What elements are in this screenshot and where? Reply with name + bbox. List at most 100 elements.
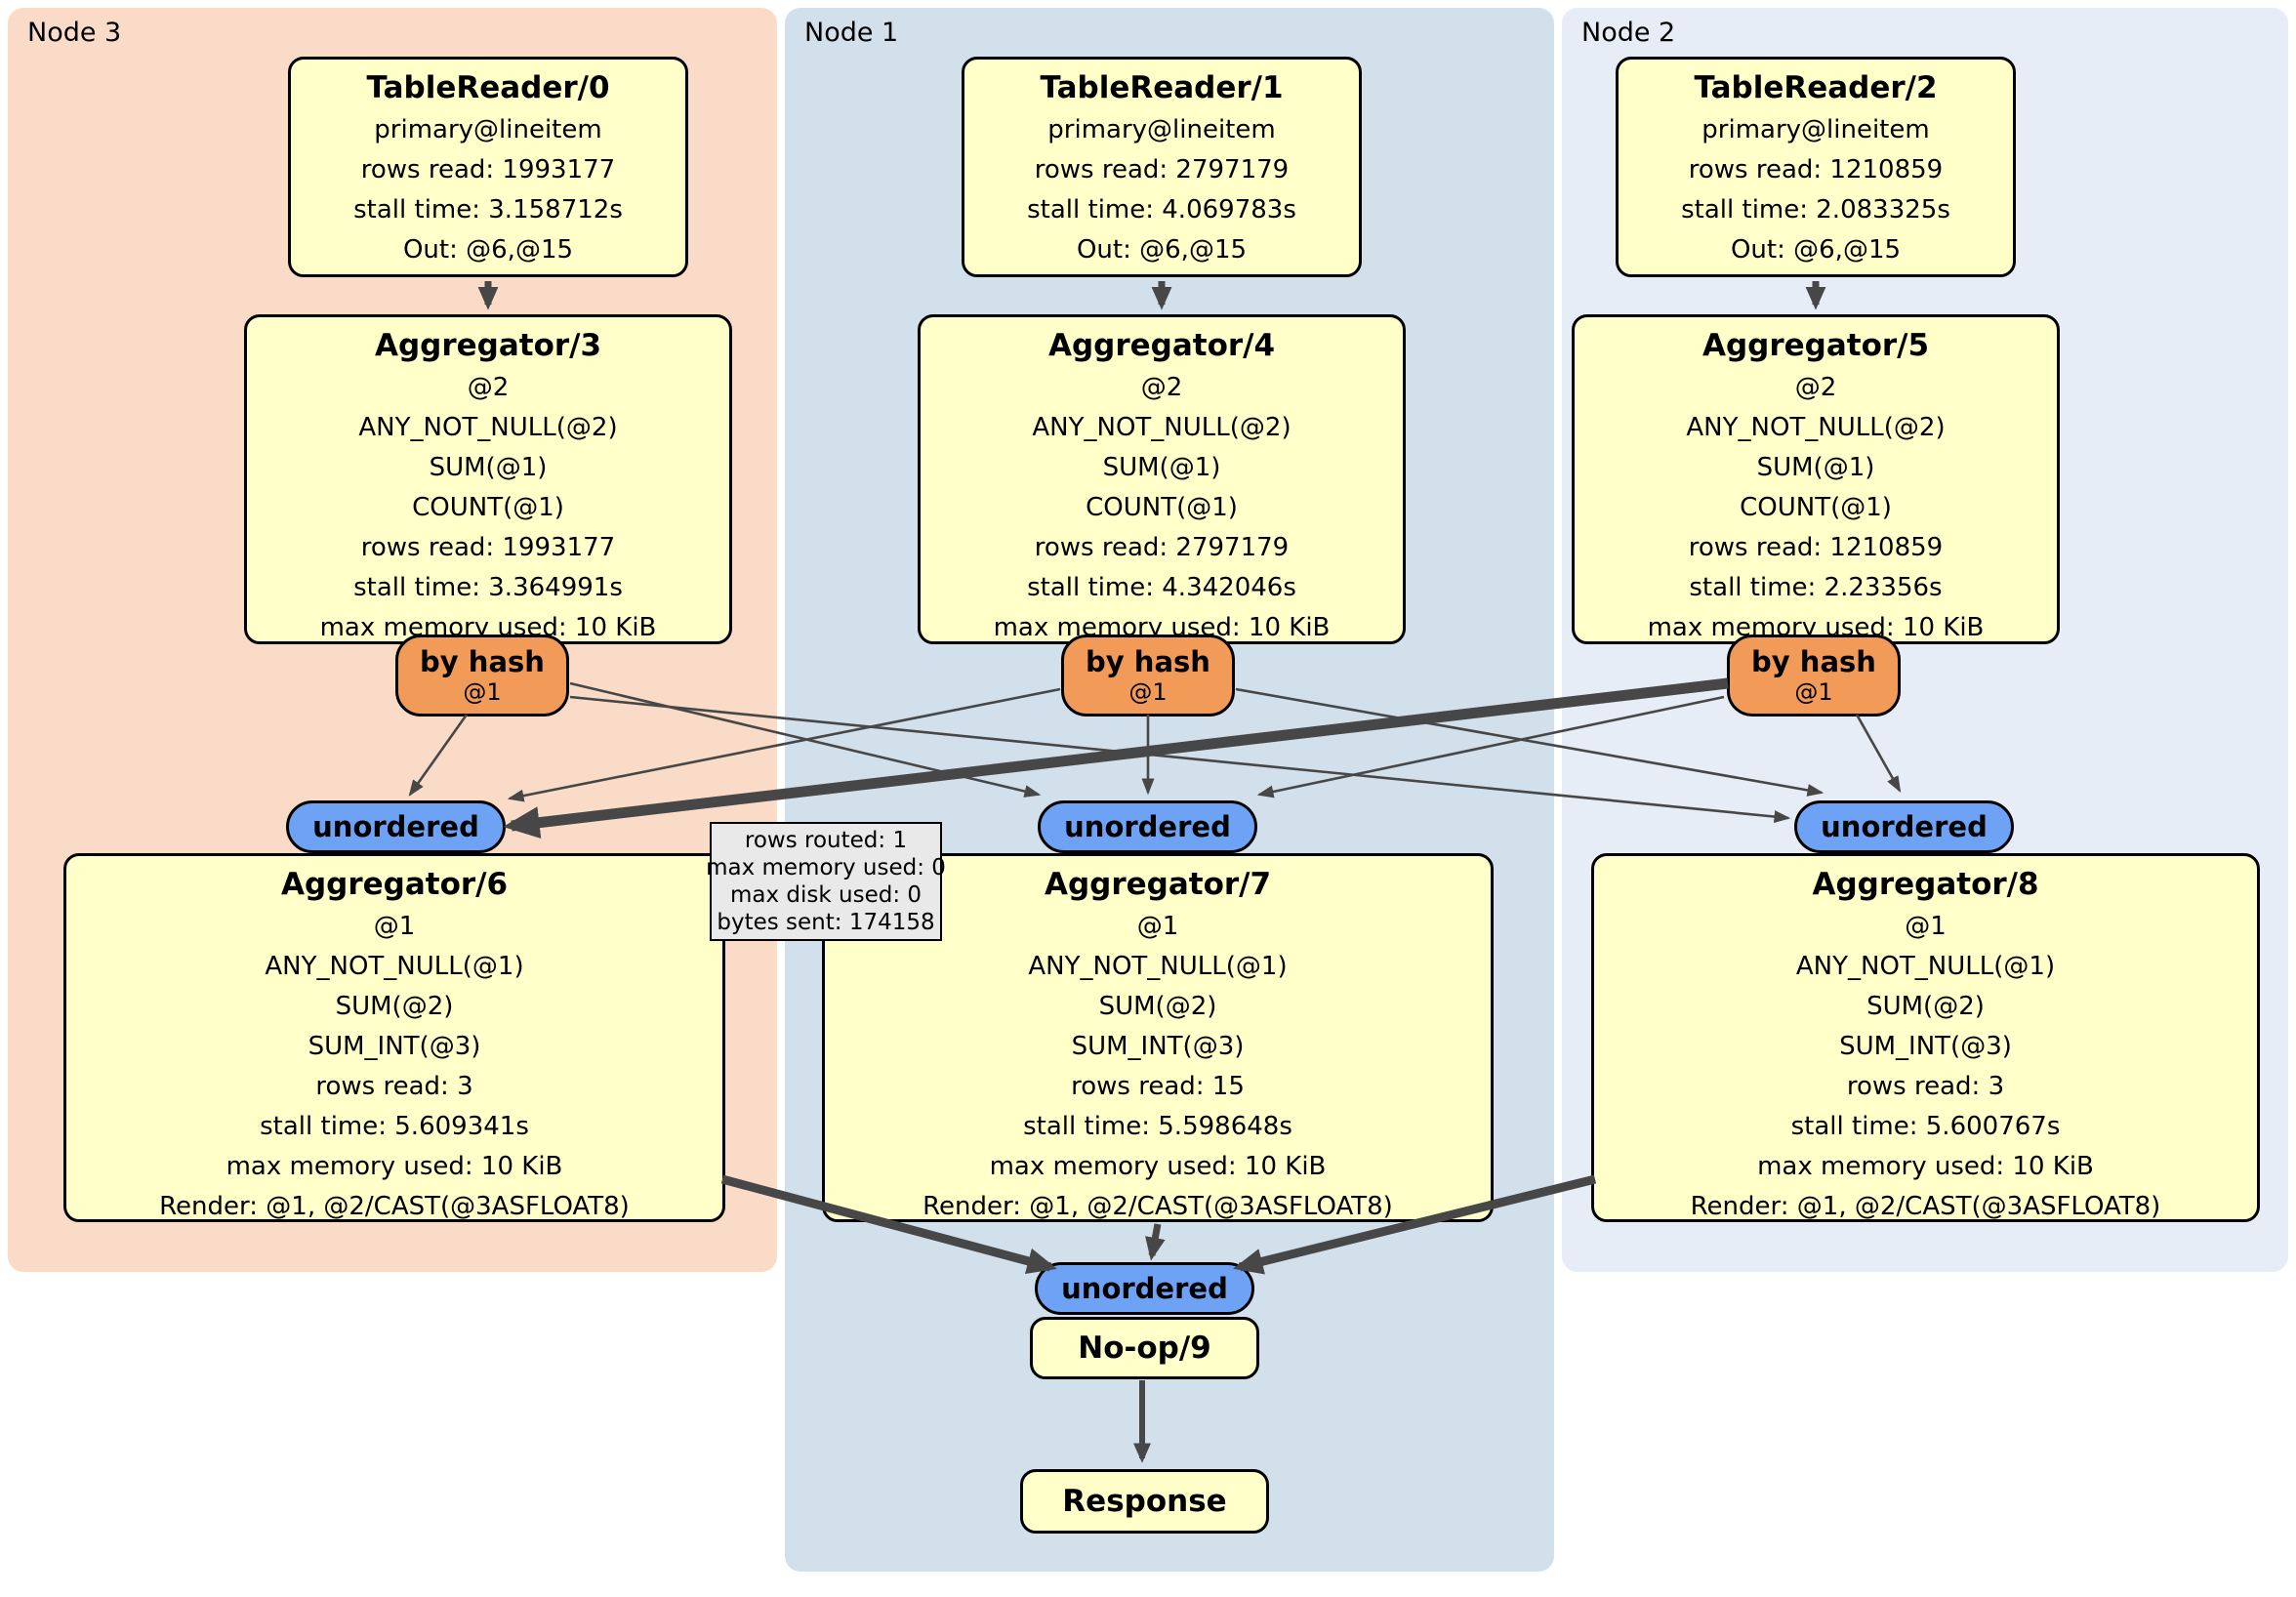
stat-line: rows read: 3 <box>315 1072 473 1101</box>
stat-line: ANY_NOT_NULL(@1) <box>265 952 524 981</box>
stat-line: primary@lineitem <box>1047 115 1276 144</box>
stat-line: SUM(@2) <box>1098 992 1217 1021</box>
stat-line: @2 <box>1794 373 1837 402</box>
stat-line: SUM(@1) <box>429 453 548 482</box>
sync-label: unordered <box>1064 810 1231 843</box>
edge-stats-tooltip: rows routed: 1 max memory used: 0 max di… <box>706 822 946 941</box>
stat-line: @2 <box>467 373 510 402</box>
node-tablereader-1[interactable]: TableReader/1 primary@lineitem rows read… <box>962 57 1362 277</box>
stat-line: stall time: 5.600767s <box>1790 1112 2061 1141</box>
sync-unordered-node1[interactable]: unordered <box>1038 800 1257 853</box>
stat-line: primary@lineitem <box>374 115 602 144</box>
stat-line: COUNT(@1) <box>1740 493 1892 522</box>
sync-unordered-final[interactable]: unordered <box>1035 1262 1254 1315</box>
sync-label: unordered <box>1821 810 1988 843</box>
node-title: Aggregator/5 <box>1702 328 1930 363</box>
router-label: by hash <box>1086 645 1210 678</box>
node-title: Aggregator/4 <box>1047 328 1276 363</box>
stat-line: @1 <box>1905 912 1947 941</box>
stat-line: primary@lineitem <box>1702 115 1930 144</box>
stat-line: rows read: 1210859 <box>1688 533 1944 562</box>
stat-line: rows read: 15 <box>1071 1072 1245 1101</box>
sync-label: unordered <box>312 810 479 843</box>
router-by-hash-node3[interactable]: by hash @1 <box>395 635 569 717</box>
node-title: TableReader/1 <box>1040 70 1284 105</box>
node-aggregator-3[interactable]: Aggregator/3 @2 ANY_NOT_NULL(@2) SUM(@1)… <box>244 314 732 644</box>
stat-line: stall time: 3.158712s <box>353 195 623 225</box>
stat-line: SUM(@2) <box>1866 992 1985 1021</box>
node-aggregator-4[interactable]: Aggregator/4 @2 ANY_NOT_NULL(@2) SUM(@1)… <box>918 314 1406 644</box>
tooltip-line: max disk used: 0 <box>729 882 922 908</box>
stat-line: COUNT(@1) <box>1086 493 1238 522</box>
stat-line: SUM_INT(@3) <box>308 1032 481 1061</box>
stat-line: Out: @6,@15 <box>1730 235 1902 265</box>
stat-line: @1 <box>373 912 416 941</box>
stat-line: Out: @6,@15 <box>1076 235 1248 265</box>
stat-line: stall time: 5.609341s <box>260 1112 529 1141</box>
router-column: @1 <box>1128 678 1168 706</box>
stat-line: rows read: 1210859 <box>1688 155 1944 184</box>
stat-line: stall time: 2.23356s <box>1689 573 1943 602</box>
stat-line: @1 <box>1136 912 1179 941</box>
node-title: Aggregator/7 <box>1044 867 1272 902</box>
stat-line: rows read: 2797179 <box>1034 533 1290 562</box>
node-response[interactable]: Response <box>1020 1469 1269 1534</box>
tooltip-line: bytes sent: 174158 <box>717 910 935 935</box>
stat-line: SUM(@1) <box>1102 453 1221 482</box>
stat-line: max memory used: 10 KiB <box>226 1152 563 1181</box>
stat-line: stall time: 4.069783s <box>1027 195 1296 225</box>
stat-line: ANY_NOT_NULL(@1) <box>1795 952 2056 981</box>
router-label: by hash <box>1751 645 1876 678</box>
stat-line: max memory used: 10 KiB <box>1757 1152 2094 1181</box>
stat-line: @2 <box>1140 373 1183 402</box>
sync-label: unordered <box>1061 1272 1228 1305</box>
node-noop-9[interactable]: No-op/9 <box>1030 1317 1259 1379</box>
stat-line: stall time: 3.364991s <box>353 573 623 602</box>
node-tablereader-2[interactable]: TableReader/2 primary@lineitem rows read… <box>1616 57 2016 277</box>
node-title: Response <box>1062 1484 1227 1519</box>
sync-unordered-node2[interactable]: unordered <box>1794 800 2014 853</box>
stat-line: SUM(@2) <box>335 992 454 1021</box>
stat-line: Render: @1, @2/CAST(@3ASFLOAT8) <box>922 1192 1393 1221</box>
node-tablereader-0[interactable]: TableReader/0 primary@lineitem rows read… <box>288 57 688 277</box>
stat-line: ANY_NOT_NULL(@1) <box>1028 952 1288 981</box>
stat-line: max memory used: 10 KiB <box>989 1152 1327 1181</box>
stat-line: COUNT(@1) <box>412 493 564 522</box>
stat-line: ANY_NOT_NULL(@2) <box>1032 413 1292 442</box>
tooltip-line: rows routed: 1 <box>744 828 908 853</box>
node-aggregator-8[interactable]: Aggregator/8 @1 ANY_NOT_NULL(@1) SUM(@2)… <box>1591 853 2260 1222</box>
node-title: No-op/9 <box>1078 1331 1211 1366</box>
stat-line: ANY_NOT_NULL(@2) <box>1686 413 1946 442</box>
router-column: @1 <box>1794 678 1833 706</box>
region-node2-label: Node 2 <box>1581 18 1676 48</box>
node-title: Aggregator/3 <box>374 328 602 363</box>
stat-line: rows read: 1993177 <box>360 533 616 562</box>
node-title: Aggregator/8 <box>1812 867 2039 902</box>
node-title: Aggregator/6 <box>280 867 509 902</box>
tooltip-line: max memory used: 0 <box>706 855 946 880</box>
stat-line: Render: @1, @2/CAST(@3ASFLOAT8) <box>159 1192 630 1221</box>
stat-line: ANY_NOT_NULL(@2) <box>358 413 618 442</box>
stat-line: stall time: 2.083325s <box>1681 195 1950 225</box>
router-label: by hash <box>420 645 545 678</box>
router-by-hash-node1[interactable]: by hash @1 <box>1061 635 1235 717</box>
stat-line: SUM_INT(@3) <box>1839 1032 2012 1061</box>
stat-line: stall time: 5.598648s <box>1023 1112 1292 1141</box>
sync-unordered-node3[interactable]: unordered <box>286 800 506 853</box>
node-title: TableReader/2 <box>1694 70 1938 105</box>
stat-line: rows read: 2797179 <box>1034 155 1290 184</box>
node-title: TableReader/0 <box>366 70 610 105</box>
stat-line: stall time: 4.342046s <box>1027 573 1296 602</box>
region-node3-label: Node 3 <box>27 18 122 48</box>
node-aggregator-5[interactable]: Aggregator/5 @2 ANY_NOT_NULL(@2) SUM(@1)… <box>1572 314 2060 644</box>
router-column: @1 <box>463 678 502 706</box>
stat-line: Render: @1, @2/CAST(@3ASFLOAT8) <box>1690 1192 2161 1221</box>
stat-line: rows read: 1993177 <box>360 155 616 184</box>
router-by-hash-node2[interactable]: by hash @1 <box>1727 635 1901 717</box>
stat-line: SUM_INT(@3) <box>1071 1032 1245 1061</box>
node-aggregator-6[interactable]: Aggregator/6 @1 ANY_NOT_NULL(@1) SUM(@2)… <box>63 853 725 1222</box>
stat-line: rows read: 3 <box>1846 1072 2005 1101</box>
region-node1-label: Node 1 <box>804 18 899 48</box>
stat-line: SUM(@1) <box>1756 453 1875 482</box>
